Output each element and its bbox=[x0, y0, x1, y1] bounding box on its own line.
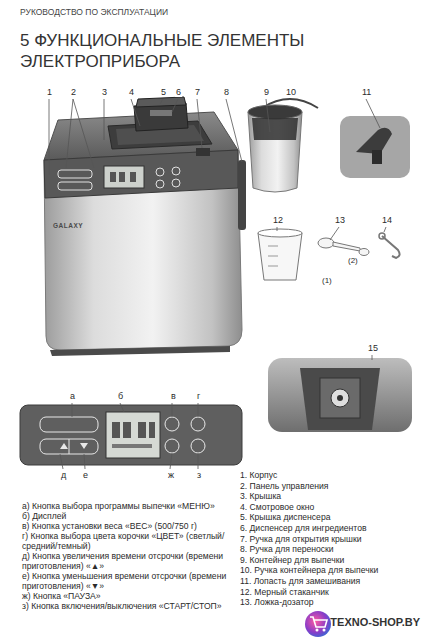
measuring-spoon bbox=[318, 238, 369, 256]
button-list-item: а) Кнопка выбора программы выпечки «МЕНЮ… bbox=[22, 501, 227, 511]
part-list-item: 2. Панель управления bbox=[240, 481, 418, 492]
callout-number: (2) bbox=[347, 256, 359, 265]
callout-number: (1) bbox=[321, 276, 333, 285]
brand-logo: GALAXY bbox=[53, 222, 83, 229]
part-list-item: 3. Крышка bbox=[240, 491, 418, 502]
button-list-item: в) Кнопка установки веса «ВЕС» (500/750 … bbox=[22, 521, 227, 531]
callout-number: 2 bbox=[70, 87, 77, 97]
part-list-item: 8. Ручка для переноски bbox=[240, 544, 418, 555]
part-list-item: 12. Мерный стаканчик bbox=[240, 587, 418, 598]
part-list-item: 13. Ложка-дозатор bbox=[240, 597, 418, 608]
callout-number: 5 bbox=[160, 87, 167, 97]
part-list-item: 9. Контейнер для выпечки bbox=[240, 555, 418, 566]
callout-number: 3 bbox=[101, 87, 108, 97]
panel-letter: б bbox=[117, 391, 124, 401]
panel-letter: г bbox=[196, 391, 201, 401]
callout-number: 12 bbox=[272, 215, 284, 225]
part-list-item: 1. Корпус bbox=[240, 470, 418, 481]
watermark-logo bbox=[305, 611, 331, 637]
button-list-item: ж) Кнопка «ПАУЗА» bbox=[22, 591, 227, 601]
callout-number: 13 bbox=[334, 215, 346, 225]
callout-number: 14 bbox=[381, 215, 393, 225]
part-list-item: 4. Смотровое окно bbox=[240, 502, 418, 513]
callout-number: 11 bbox=[361, 87, 372, 97]
part-list-item: 6. Диспенсер для ингредиентов bbox=[240, 523, 418, 534]
part-list-item: 5. Крышка диспенсера bbox=[240, 512, 418, 523]
bread-maker bbox=[44, 97, 246, 356]
panel-letter: ж bbox=[167, 470, 175, 480]
callout-number: 6 bbox=[175, 87, 182, 97]
callout-number: 8 bbox=[223, 87, 230, 97]
callout-number: 9 bbox=[263, 87, 270, 97]
kneading-paddle bbox=[340, 116, 410, 178]
callout-number: 1 bbox=[46, 87, 53, 97]
panel-letter: з bbox=[196, 470, 202, 480]
button-list-item: е) Кнопка уменьшения времени отсрочки (в… bbox=[22, 571, 227, 591]
page-title: 5 ФУНКЦИОНАЛЬНЫЕ ЭЛЕМЕНТЫ ЭЛЕКТРОПРИБОРА bbox=[20, 30, 350, 72]
control-panel-zoom bbox=[20, 405, 242, 465]
baking-pan bbox=[248, 99, 318, 192]
button-list-item: з) Кнопка включения/выключения «СТАРТ/СТ… bbox=[22, 601, 227, 611]
button-list-item: б) Дисплей bbox=[22, 511, 227, 521]
panel-letter: а bbox=[69, 391, 76, 401]
callout-number: 4 bbox=[128, 87, 135, 97]
part-list-item: 11. Лопасть для замешивания bbox=[240, 576, 418, 587]
callout-number: 15 bbox=[367, 343, 379, 353]
leader-lines bbox=[49, 99, 386, 469]
part-list-item: 7. Ручка для открытия крышки bbox=[240, 534, 418, 545]
callout-number: 10 bbox=[285, 87, 297, 97]
measuring-cup bbox=[258, 229, 302, 280]
interior-photo bbox=[268, 358, 412, 432]
paddle-hook bbox=[379, 233, 400, 258]
button-list-item: д) Кнопка увеличения времени отсрочки (в… bbox=[22, 551, 227, 571]
page-header: РУКОВОДСТВО ПО ЭКСПЛУАТАЦИИ bbox=[20, 8, 168, 18]
panel-letter: д bbox=[60, 470, 67, 480]
part-list-item: 10. Ручка контейнера для выпечки bbox=[240, 565, 418, 576]
button-list-item: г) Кнопка выбора цвета корочки «ЦВЕТ» (с… bbox=[22, 531, 227, 551]
callout-number: 7 bbox=[194, 87, 201, 97]
parts-list: 1. Корпус2. Панель управления3. Крышка4.… bbox=[240, 470, 418, 608]
watermark: TEXNO-SHOP.BY bbox=[330, 616, 420, 629]
panel-letter: е bbox=[82, 470, 89, 480]
panel-letter: в bbox=[170, 391, 177, 401]
buttons-list: а) Кнопка выбора программы выпечки «МЕНЮ… bbox=[22, 501, 227, 611]
